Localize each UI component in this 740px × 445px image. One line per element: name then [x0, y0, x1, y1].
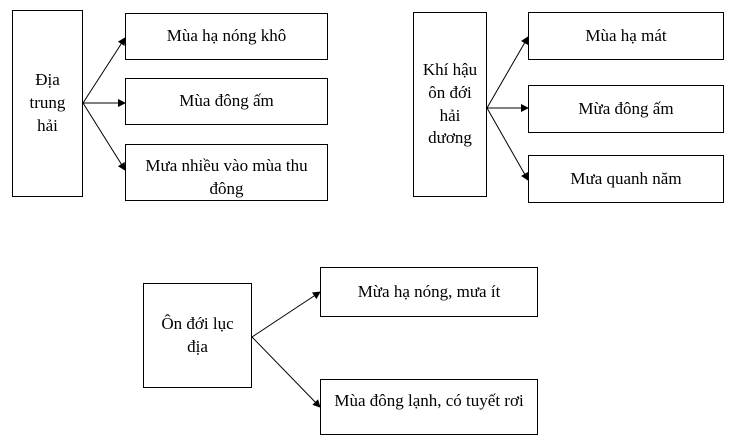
- item-box-mua-quanh-nam: Mưa quanh năm: [528, 155, 724, 203]
- source-label: Khí hậu ôn đới hải dương: [422, 59, 478, 148]
- item-label: Mùa hạ mát: [585, 25, 667, 45]
- item-label: Mưa nhiều vào mùa thu đông: [145, 156, 308, 198]
- arrow-odld-to-item-0: [251, 291, 321, 338]
- arrow-odhd-to-item-2: [486, 107, 529, 181]
- item-box-mua-ha-nong-mua-it: Mừa hạ nóng, mưa ít: [320, 267, 538, 317]
- source-box-on-doi-hai-duong: Khí hậu ôn đới hải dương: [413, 12, 487, 197]
- source-label: Ôn đới lục địa: [161, 313, 234, 356]
- arrow-dtr-to-item-2: [82, 102, 126, 171]
- item-label: Mừa đông ấm: [578, 98, 674, 118]
- item-label: Mưa quanh năm: [570, 168, 682, 188]
- item-box-mua-nhieu-thu-dong: Mưa nhiều vào mùa thu đông: [125, 144, 328, 201]
- item-box-mua-ha-mat: Mùa hạ mát: [528, 12, 724, 60]
- source-box-on-doi-luc-dia: Ôn đới lục địa: [143, 283, 252, 388]
- source-label: Địa trung hải: [29, 70, 66, 135]
- item-box-mua-ha-nong-kho: Mùa hạ nóng khô: [125, 13, 328, 60]
- arrow-dtr-to-item-0: [82, 37, 126, 104]
- item-box-mua-dong-am: Mùa đông ấm: [125, 78, 328, 125]
- item-label: Mùa đông ấm: [179, 91, 274, 111]
- item-label: Mùa hạ nóng khô: [166, 26, 287, 46]
- arrow-odhd-to-item-0: [486, 36, 529, 109]
- item-label: Mừa hạ nóng, mưa ít: [357, 281, 501, 301]
- item-box-mua-dong-am-2: Mừa đông ấm: [528, 85, 724, 133]
- arrow-odld-to-item-1: [251, 336, 321, 408]
- item-label: Mùa đông lạnh, có tuyết rơi: [334, 391, 524, 410]
- source-box-dia-trung-hai: Địa trung hải: [12, 10, 83, 197]
- item-box-mua-dong-lanh: Mùa đông lạnh, có tuyết rơi: [320, 379, 538, 435]
